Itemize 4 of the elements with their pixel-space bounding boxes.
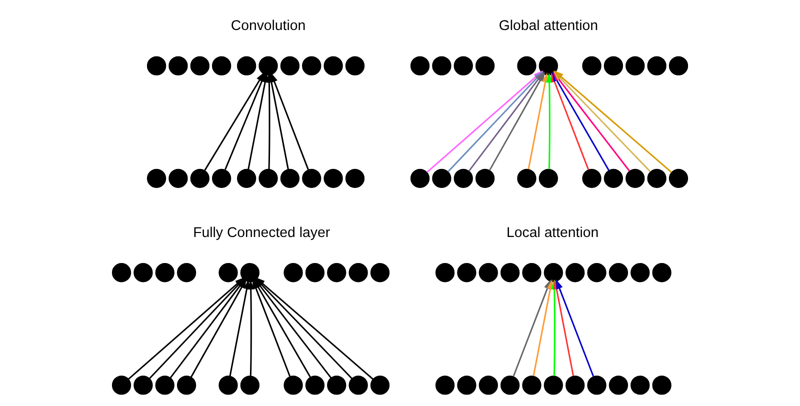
- label: Local attention: [506, 224, 599, 241]
- label: Global attention: [498, 18, 598, 34]
- label: Fully Connected layer: [193, 224, 330, 241]
- label: Convolution: [230, 18, 306, 34]
